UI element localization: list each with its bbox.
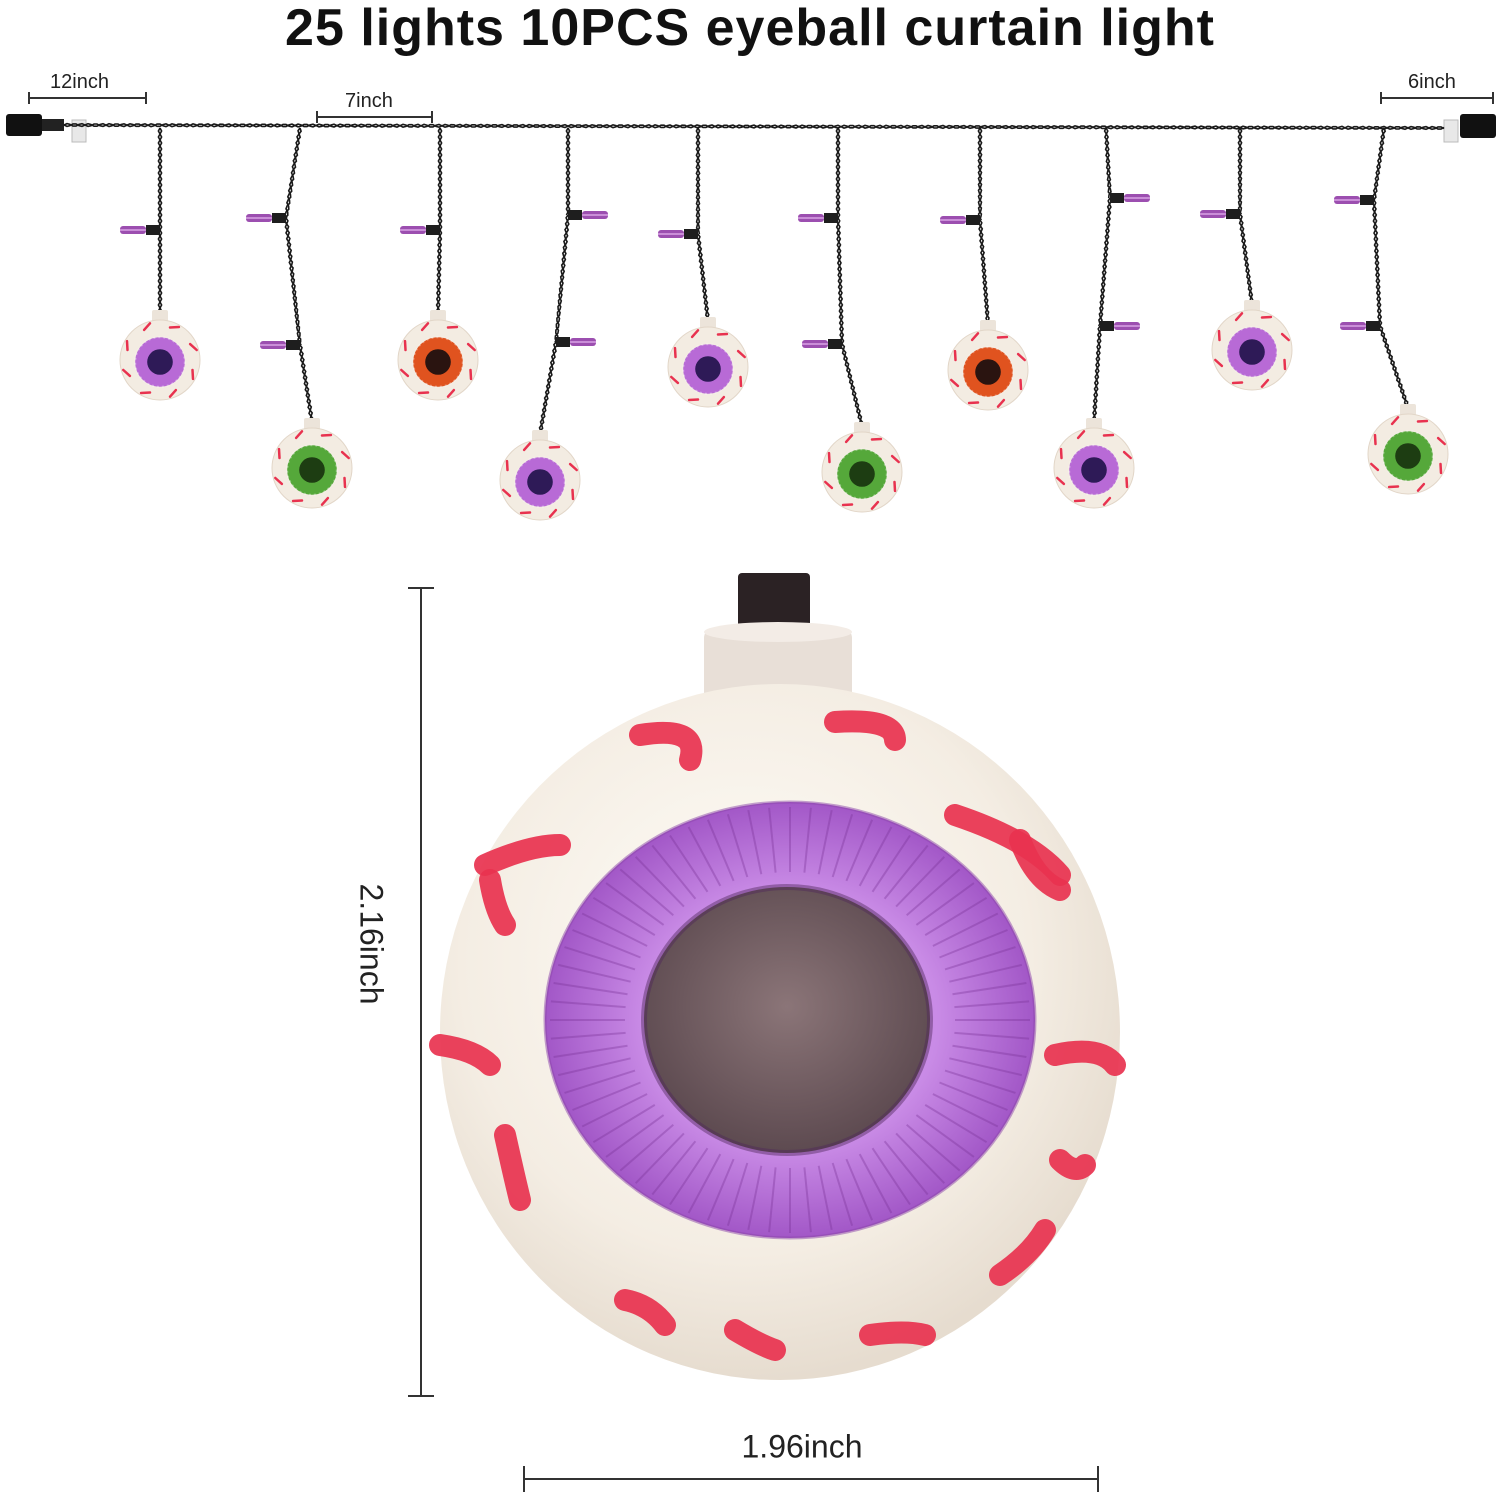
curtain-light-string <box>6 114 1496 521</box>
mini-bulb <box>260 340 300 350</box>
bulb-height-label: 2.16inch <box>353 883 390 1005</box>
wire-stub <box>738 573 810 633</box>
drop-wire <box>1372 127 1387 201</box>
lead-right-line <box>1380 97 1494 99</box>
drop-wire <box>1237 213 1254 305</box>
plug-right-icon <box>1443 114 1496 143</box>
mini-bulb <box>1100 321 1140 331</box>
eyeball-bulb-7 <box>947 320 1029 411</box>
mini-bulb <box>400 225 440 235</box>
mini-bulb <box>1334 195 1374 205</box>
lead-left-label: 12inch <box>50 71 109 93</box>
mini-bulb <box>556 337 596 347</box>
mini-bulb <box>1110 193 1150 203</box>
main-wire <box>63 122 1445 131</box>
drop-wire <box>695 233 711 322</box>
mini-bulb <box>940 215 980 225</box>
lead-left-line <box>28 97 146 99</box>
lead-right-label: 6inch <box>1408 71 1456 93</box>
mini-bulb <box>658 229 698 239</box>
drop-wire <box>157 229 163 315</box>
mini-bulb <box>1200 209 1240 219</box>
width-dimension-line <box>523 1466 1099 1492</box>
mini-bulb <box>798 213 838 223</box>
drop-wire <box>283 217 302 346</box>
drop-wire <box>554 214 571 343</box>
eyeball-bulb-2 <box>271 418 353 509</box>
eyeball-bulb-6 <box>821 422 903 513</box>
drop-wire <box>1237 127 1243 215</box>
spacing-tick-left <box>316 111 318 123</box>
drop-wire <box>435 229 443 315</box>
mini-bulb <box>120 225 160 235</box>
drop-wire <box>1091 325 1103 423</box>
drop-wire <box>1103 127 1113 199</box>
eyeball-bulb-8 <box>1053 418 1135 509</box>
mini-bulb <box>568 210 608 220</box>
drop-wire <box>284 127 302 219</box>
lead-left-tick-right <box>145 92 147 104</box>
pupil <box>644 887 930 1153</box>
eyeball-bulb-10 <box>1367 404 1449 495</box>
drop-wire <box>1378 325 1411 409</box>
drop-wire <box>1097 197 1113 327</box>
mini-bulb <box>246 213 286 223</box>
drop-wire <box>835 217 845 345</box>
page-title: 25 lights 10PCS eyeball curtain light <box>285 0 1215 57</box>
drop-wire <box>835 127 841 219</box>
drop-wire <box>840 343 864 427</box>
eyeball-bulb-5 <box>667 317 749 408</box>
eyeball-bulb-3 <box>397 310 479 401</box>
vein-marks <box>429 710 1126 1361</box>
drop-wire <box>695 127 701 235</box>
drop-wire <box>977 219 991 325</box>
drop-wire <box>298 344 314 423</box>
lead-left-tick-left <box>28 92 30 104</box>
spacing-line <box>316 116 433 118</box>
spacing-tick-right <box>431 111 433 123</box>
eyeball-bulb-1 <box>119 310 201 401</box>
spacing-label: 7inch <box>345 90 393 112</box>
drop-wire <box>1371 199 1383 327</box>
drop-wire <box>157 127 163 231</box>
eyeball-bulb-9 <box>1211 300 1293 391</box>
bulb-width-label: 1.96inch <box>741 1428 863 1465</box>
drop-wire <box>537 341 559 435</box>
eyeball-bulb-4 <box>499 430 581 521</box>
pupil-rim <box>641 884 933 1156</box>
lead-right-tick-right <box>1492 92 1494 104</box>
mini-bulb <box>1340 321 1380 331</box>
lead-right-tick-left <box>1380 92 1382 104</box>
drop-wire <box>977 127 983 221</box>
height-dimension-line <box>408 587 434 1397</box>
drop-wire <box>437 127 443 231</box>
mini-bulb <box>802 339 842 349</box>
drop-wire <box>565 127 571 216</box>
